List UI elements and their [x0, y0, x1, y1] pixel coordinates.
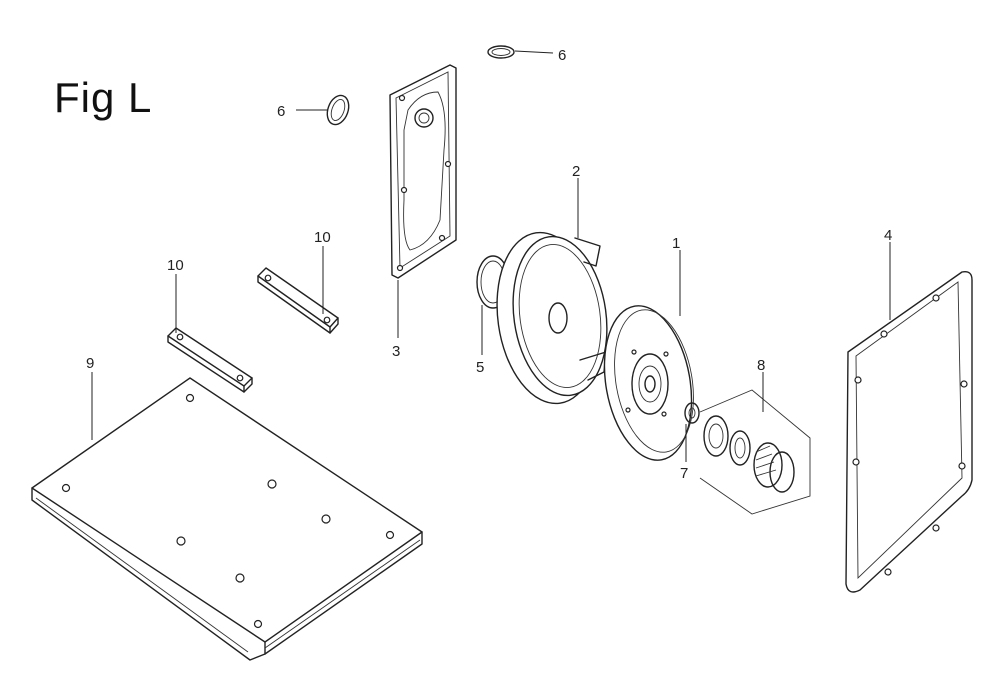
callout-6-top: 6	[558, 47, 566, 64]
part-4-gasket-large	[845, 242, 973, 593]
part-7-washer	[684, 402, 700, 462]
part-8-seal-assembly	[699, 372, 811, 515]
callout-10-lower: 10	[167, 257, 184, 274]
part-6-oring-top	[487, 45, 554, 59]
callout-7: 7	[680, 465, 688, 482]
part-3-gasket	[389, 64, 457, 338]
part-10-strap-upper	[257, 246, 339, 334]
callout-9: 9	[86, 355, 94, 372]
callout-10-upper: 10	[314, 229, 331, 246]
part-2-volute	[496, 178, 608, 405]
part-9-base-plate	[31, 372, 423, 661]
callout-4: 4	[884, 227, 892, 244]
callout-5: 5	[476, 359, 484, 376]
callout-1: 1	[672, 235, 680, 252]
part-1-impeller	[603, 250, 694, 461]
figure-title: Fig L	[54, 74, 153, 121]
callout-6-left: 6	[277, 103, 285, 120]
part-6-oring-left	[296, 94, 350, 126]
callout-8: 8	[757, 357, 765, 374]
callout-3: 3	[392, 343, 400, 360]
part-10-strap-lower	[167, 274, 253, 393]
callout-2: 2	[572, 163, 580, 180]
